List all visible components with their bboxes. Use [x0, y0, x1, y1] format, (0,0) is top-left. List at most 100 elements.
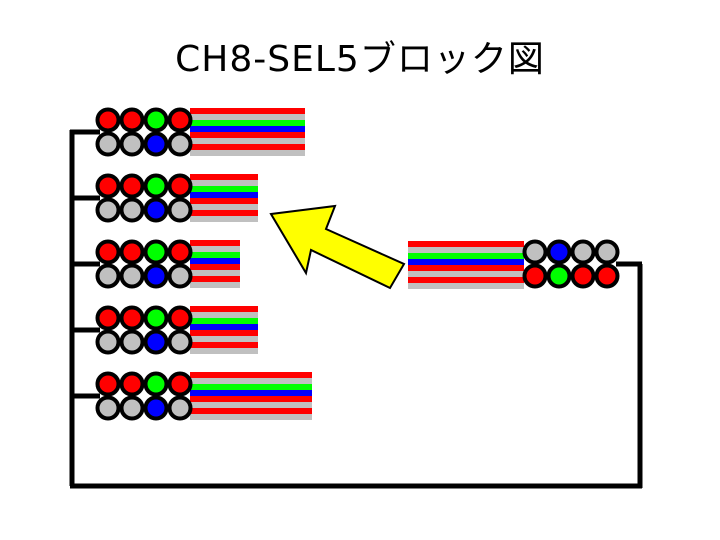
flow-arrow [269, 204, 406, 290]
module-3-cable-stripe-2 [190, 246, 240, 252]
module-5-top-led-4 [167, 371, 193, 397]
module-3-top-led-3 [143, 239, 169, 265]
module-5-cable-stripe-3 [190, 384, 312, 390]
module-1-cable-stripe-7 [190, 144, 305, 150]
module-2-cable-stripe-7 [190, 210, 258, 216]
module-1-top-led-3 [143, 107, 169, 133]
module-2-bottom-led-2 [119, 197, 145, 223]
module-4-cable-stripe-3 [190, 318, 258, 324]
module-2-top-led-4 [167, 173, 193, 199]
module-3-cable-stripe-1 [190, 240, 240, 246]
module-2-cable-stripe-3 [190, 186, 258, 192]
module-2-bottom-led-1 [95, 197, 121, 223]
source-cable-stripe-1 [408, 241, 524, 247]
module-1-cable-stripe-3 [190, 120, 305, 126]
module-3-bottom-led-3 [143, 263, 169, 289]
module-5-cable-stripe-8 [190, 414, 312, 420]
module-4-cable-stripe-1 [190, 306, 258, 312]
module-3-cable-stripe-6 [190, 270, 240, 276]
module-1-cable-stripe-4 [190, 126, 305, 132]
module-5-cable-stripe-2 [190, 378, 312, 384]
module-5-cable-stripe-7 [190, 408, 312, 414]
module-4-bottom-led-1 [95, 329, 121, 355]
module-1-bottom-led-3 [143, 131, 169, 157]
module-5-cable-stripe-1 [190, 372, 312, 378]
module-3-cable-stripe-4 [190, 258, 240, 264]
source-cable-stripe-8 [408, 283, 524, 289]
module-1 [95, 107, 305, 157]
source-top-led-4 [594, 239, 620, 265]
module-5 [95, 371, 312, 421]
module-3-top-led-4 [167, 239, 193, 265]
module-4-top-led-1 [95, 305, 121, 331]
source-bottom-led-2 [546, 263, 572, 289]
module-3-cable-stripe-8 [190, 282, 240, 288]
source-bottom-led-1 [522, 263, 548, 289]
module-1-bottom-led-4 [167, 131, 193, 157]
module-2-bottom-led-3 [143, 197, 169, 223]
module-1-top-led-1 [95, 107, 121, 133]
module-4 [95, 305, 258, 355]
module-3-top-led-2 [119, 239, 145, 265]
module-1-top-led-2 [119, 107, 145, 133]
module-4-cable-stripe-5 [190, 330, 258, 336]
source-top-led-1 [522, 239, 548, 265]
module-3-cable-stripe-7 [190, 276, 240, 282]
module-4-cable-stripe-8 [190, 348, 258, 354]
module-3-cable-stripe-5 [190, 264, 240, 270]
module-3-cable-stripe-3 [190, 252, 240, 258]
module-5-top-led-1 [95, 371, 121, 397]
module-4-top-led-2 [119, 305, 145, 331]
module-3 [95, 239, 240, 289]
source-cable-stripe-4 [408, 259, 524, 265]
module-3-bottom-led-1 [95, 263, 121, 289]
module-5-cable-stripe-4 [190, 390, 312, 396]
module-1-cable-stripe-6 [190, 138, 305, 144]
module-4-cable-stripe-4 [190, 324, 258, 330]
source-cable-stripe-5 [408, 265, 524, 271]
module-1-cable-stripe-5 [190, 132, 305, 138]
module-5-top-led-2 [119, 371, 145, 397]
module-4-cable-stripe-7 [190, 342, 258, 348]
page-title: CH8-SEL5ブロック図 [175, 39, 545, 80]
module-5-bottom-led-1 [95, 395, 121, 421]
module-2-cable-stripe-2 [190, 180, 258, 186]
module-4-top-led-3 [143, 305, 169, 331]
module-3-top-led-1 [95, 239, 121, 265]
module-5-cable-stripe-6 [190, 402, 312, 408]
module-5-bottom-led-4 [167, 395, 193, 421]
module-stack [95, 107, 312, 421]
module-3-bottom-led-2 [119, 263, 145, 289]
module-2-top-led-3 [143, 173, 169, 199]
module-1-top-led-4 [167, 107, 193, 133]
source-cable-stripe-3 [408, 253, 524, 259]
module-5-top-led-3 [143, 371, 169, 397]
source-bottom-led-3 [570, 263, 596, 289]
module-2-cable-stripe-4 [190, 192, 258, 198]
module-2-bottom-led-4 [167, 197, 193, 223]
module-5-cable-stripe-5 [190, 396, 312, 402]
source-bottom-led-4 [594, 263, 620, 289]
module-5-bottom-led-3 [143, 395, 169, 421]
module-4-cable-stripe-6 [190, 336, 258, 342]
module-4-bottom-led-4 [167, 329, 193, 355]
source-cable-stripe-6 [408, 271, 524, 277]
source-module [408, 239, 620, 289]
module-2-top-led-1 [95, 173, 121, 199]
module-2-cable-stripe-1 [190, 174, 258, 180]
module-1-cable-stripe-8 [190, 150, 305, 156]
module-4-cable-stripe-2 [190, 312, 258, 318]
bus-wiring [69, 129, 643, 489]
source-top-led-3 [570, 239, 596, 265]
module-2-cable-stripe-6 [190, 204, 258, 210]
module-1-bottom-led-1 [95, 131, 121, 157]
source-cable-stripe-2 [408, 247, 524, 253]
source-top-led-2 [546, 239, 572, 265]
module-2-top-led-2 [119, 173, 145, 199]
module-1-bottom-led-2 [119, 131, 145, 157]
module-2-cable-stripe-8 [190, 216, 258, 222]
module-2-cable-stripe-5 [190, 198, 258, 204]
module-1-cable-stripe-1 [190, 108, 305, 114]
source-cable-stripe-7 [408, 277, 524, 283]
